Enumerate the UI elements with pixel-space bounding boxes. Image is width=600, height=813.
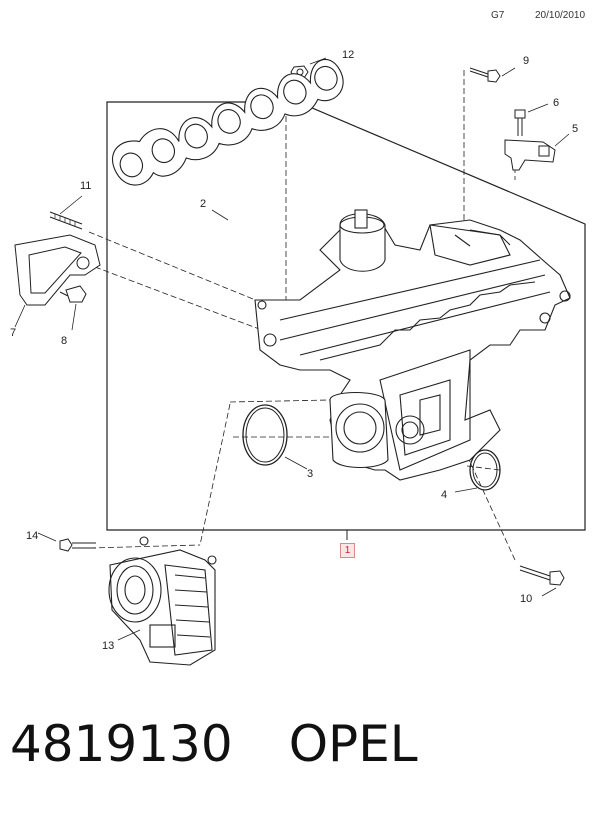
callout-3: 3 <box>307 468 314 480</box>
callout-8: 8 <box>61 335 68 347</box>
callout-10: 10 <box>520 593 533 605</box>
callout-4: 4 <box>441 489 448 501</box>
page-code: G7 <box>491 10 505 21</box>
page-date: 20/10/2010 <box>535 10 586 21</box>
bolt-8 <box>59 285 87 331</box>
bolt-6 <box>514 103 549 136</box>
gasket-2 <box>112 59 344 186</box>
intake-manifold-1 <box>254 209 571 481</box>
callout-7: 7 <box>10 327 17 339</box>
stud-11 <box>49 195 83 230</box>
throttle-body-13 <box>108 536 217 666</box>
callout-6: 6 <box>553 97 560 109</box>
brand-name: OPEL <box>288 715 418 773</box>
part-footer: 4819130 OPEL <box>10 712 474 776</box>
seal-4 <box>454 449 501 493</box>
alignment-lines <box>88 70 516 561</box>
sensor-5 <box>504 133 570 171</box>
bracket-7 <box>14 234 101 328</box>
bolt-9 <box>469 67 516 83</box>
callout-14: 14 <box>26 530 39 542</box>
callout-1-highlight: 1 <box>340 543 355 558</box>
seal-3 <box>242 404 308 470</box>
callout-12: 12 <box>342 49 355 61</box>
part-number: 4819130 <box>10 715 233 773</box>
callout-5: 5 <box>572 123 579 135</box>
bolt-14 <box>37 532 96 552</box>
callout-9: 9 <box>523 55 530 67</box>
callout-11: 11 <box>80 180 92 192</box>
bolt-10 <box>519 565 565 597</box>
callout-2: 2 <box>200 198 207 210</box>
callout-13: 13 <box>102 640 115 652</box>
